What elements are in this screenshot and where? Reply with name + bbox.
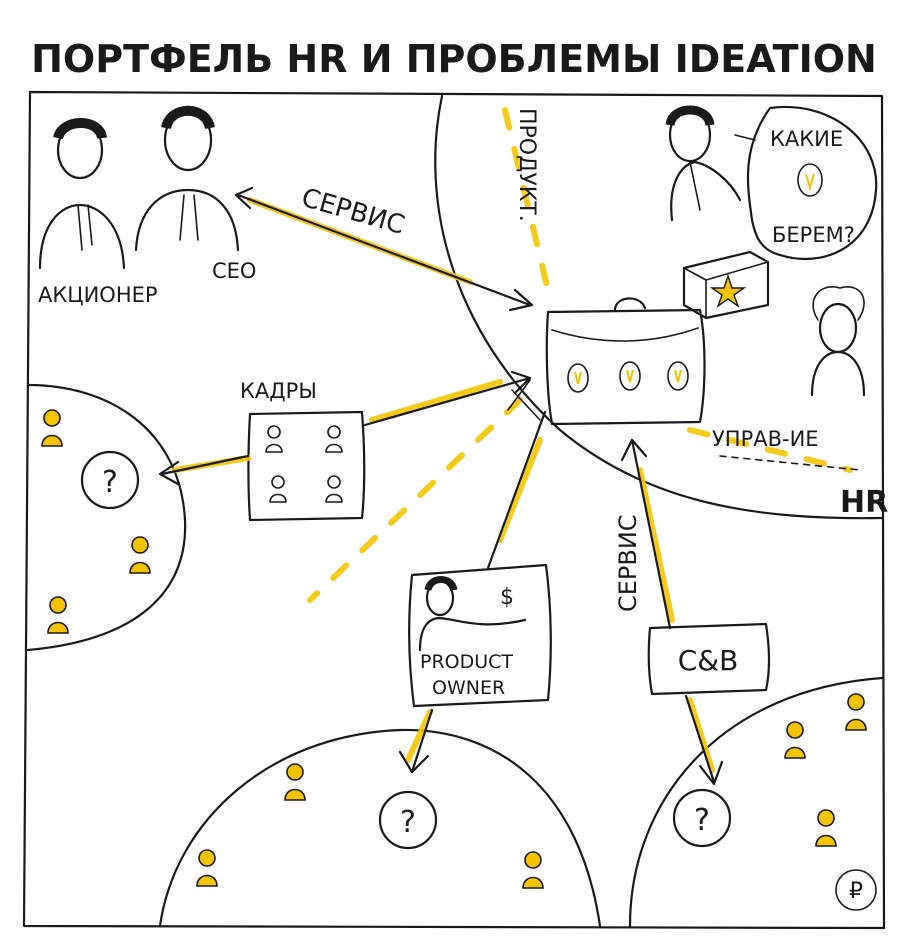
po-suitcase-arrow (486, 410, 547, 570)
staff-suitcase-arrow (363, 376, 532, 427)
service-vertical-arrow (630, 438, 672, 630)
bottom-right-circle (628, 676, 884, 928)
question-mark-bottom-right: ? (694, 803, 710, 838)
service-vertical-highlight (637, 467, 675, 623)
product-owner-figure (418, 576, 527, 652)
outer-frame (22, 90, 886, 930)
ceo-figure (134, 105, 240, 252)
service-vertical-arrow-head (620, 438, 648, 462)
service-vertical-label: СЕРВИС (614, 514, 642, 612)
question-circle-left (80, 450, 140, 510)
which-take-line2: БЕРЕМ? (772, 223, 855, 247)
which-take-line1: КАКИЕ (770, 127, 843, 151)
staff-label: КАДРЫ (240, 379, 317, 403)
service-arrow-head-right (508, 288, 534, 312)
signature-mark: ₽ (849, 879, 863, 904)
page-title: ПОРТФЕЛЬ HR И ПРОБЛЕМЫ IDEATION (31, 37, 877, 81)
management-dashed-line (719, 455, 861, 471)
question-circle-bottom (378, 790, 438, 850)
cb-label: C&B (678, 644, 739, 677)
cb-bottom-arrow (684, 694, 716, 784)
bottom-circle-people (196, 763, 544, 889)
cb-box (647, 622, 771, 696)
service-arrow-head-left (234, 186, 254, 210)
product-owner-label-line2: OWNER (432, 677, 505, 699)
management-dashed-highlight (687, 427, 853, 473)
staff-box (247, 410, 366, 522)
speech-bubble-tail (734, 134, 756, 141)
shareholder-label: АКЦИОНЕР (38, 283, 158, 307)
staff-left-arrow-head (158, 460, 180, 486)
ceo-label: CEO (212, 259, 256, 283)
dashed-diagonal-highlight (307, 397, 523, 603)
staff-suitcase-arrow-head (510, 370, 532, 394)
signature-circle (835, 869, 877, 911)
left-circle (26, 383, 187, 652)
question-circle-bottom-right (672, 788, 732, 848)
suitcase-portfolio (545, 297, 706, 426)
bottom-circle (158, 728, 602, 928)
po-bottom-arrow-head (398, 750, 430, 774)
service-arrow (236, 193, 532, 307)
arrow-hatching (507, 379, 541, 421)
po-bottom-highlight (405, 709, 433, 763)
product-dashed-highlight (502, 107, 551, 293)
speech-bubble (746, 105, 878, 261)
left-circle-people (41, 409, 151, 634)
confused-person-figure (810, 286, 866, 397)
manager-figure (665, 105, 742, 222)
cb-bottom-arrow-head (698, 760, 724, 786)
lightbulb-icon (797, 163, 823, 197)
po-suitcase-highlight (497, 437, 543, 543)
po-bottom-arrow (410, 708, 434, 774)
management-label: УПРАВ-ИЕ (712, 427, 819, 451)
service-top-label: СЕРВИС (298, 183, 408, 241)
star-box (682, 250, 770, 320)
staff-suitcase-highlight (369, 379, 503, 423)
staff-left-arrow (160, 454, 250, 476)
star-icon (709, 273, 747, 308)
hr-label: HR (840, 485, 888, 520)
hr-circle-boundary (434, 94, 884, 520)
product-owner-box (408, 563, 552, 708)
question-mark-left: ? (102, 465, 118, 500)
staff-people-icons (265, 425, 343, 503)
question-mark-bottom: ? (400, 805, 416, 840)
dollar-sign: $ (500, 585, 514, 610)
bottom-right-circle-people (784, 693, 867, 847)
shareholder-figure (38, 118, 126, 270)
product-label: ПРОДУКТ. (514, 108, 539, 222)
cb-bottom-highlight (687, 697, 715, 773)
product-owner-label-line1: PRODUCT (420, 651, 513, 673)
lightbulb-icon (567, 361, 689, 393)
